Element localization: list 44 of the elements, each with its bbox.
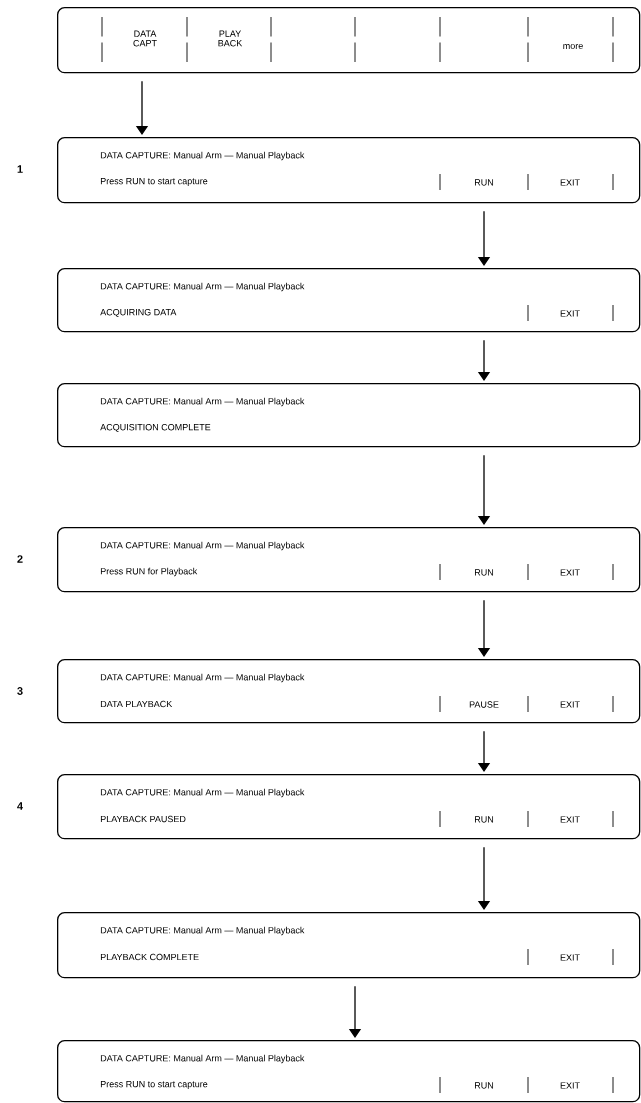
screen-title: DATA CAPTURE: Manual Arm — Manual Playback — [100, 397, 305, 407]
softkey-label: more — [563, 44, 583, 49]
softkey-label: RUN — [475, 569, 493, 576]
screen-box — [57, 268, 641, 333]
status-message: DATA PLAYBACK — [100, 700, 173, 708]
softkey-label: EXIT — [560, 310, 580, 317]
softkey-label: RUN — [475, 816, 493, 823]
screen-title: DATA CAPTURE: Manual Arm — Manual Playback — [100, 541, 305, 551]
screen-title: DATA CAPTURE: Manual Arm — Manual Playback — [100, 151, 305, 161]
step-number: 3 — [17, 687, 23, 695]
step-number: 4 — [17, 802, 23, 810]
softkey-label: PAUSE — [469, 701, 499, 708]
softkey-label: EXIT — [560, 569, 580, 576]
softkey-label: DATA CAPT — [133, 30, 157, 47]
screen-box — [57, 659, 641, 724]
screen-box — [57, 7, 641, 74]
screen-box — [57, 383, 641, 448]
softkey-label: RUN — [475, 1082, 493, 1089]
softkey-label: EXIT — [560, 1082, 580, 1089]
screen-box — [57, 137, 641, 204]
status-message: Press RUN for Playback — [100, 567, 198, 577]
status-message: PLAYBACK PAUSED — [100, 815, 186, 823]
screen-box — [57, 912, 641, 979]
screen-box — [57, 1040, 641, 1103]
status-message: Press RUN to start capture — [100, 177, 208, 187]
softkey-label: EXIT — [560, 954, 580, 961]
status-message: ACQUIRING DATA — [100, 309, 177, 317]
softkey-label: RUN — [475, 179, 493, 186]
screen-title: DATA CAPTURE: Manual Arm — Manual Playback — [100, 1054, 305, 1064]
status-message: ACQUISITION COMPLETE — [100, 424, 211, 432]
step-number: 1 — [17, 165, 23, 173]
screen-title: DATA CAPTURE: Manual Arm — Manual Playback — [100, 926, 305, 936]
softkey-label: PLAY BACK — [218, 30, 243, 47]
softkey-label: EXIT — [560, 816, 580, 823]
screen-title: DATA CAPTURE: Manual Arm — Manual Playback — [100, 673, 305, 683]
softkey-label: EXIT — [560, 179, 580, 186]
screen-box — [57, 527, 641, 593]
screen-title: DATA CAPTURE: Manual Arm — Manual Playback — [100, 282, 305, 292]
screen-box — [57, 774, 641, 840]
status-message: Press RUN to start capture — [100, 1081, 208, 1090]
screen-title: DATA CAPTURE: Manual Arm — Manual Playback — [100, 788, 305, 798]
status-message: PLAYBACK COMPLETE — [100, 953, 199, 961]
step-number: 2 — [17, 555, 23, 563]
softkey-label: EXIT — [560, 701, 580, 708]
